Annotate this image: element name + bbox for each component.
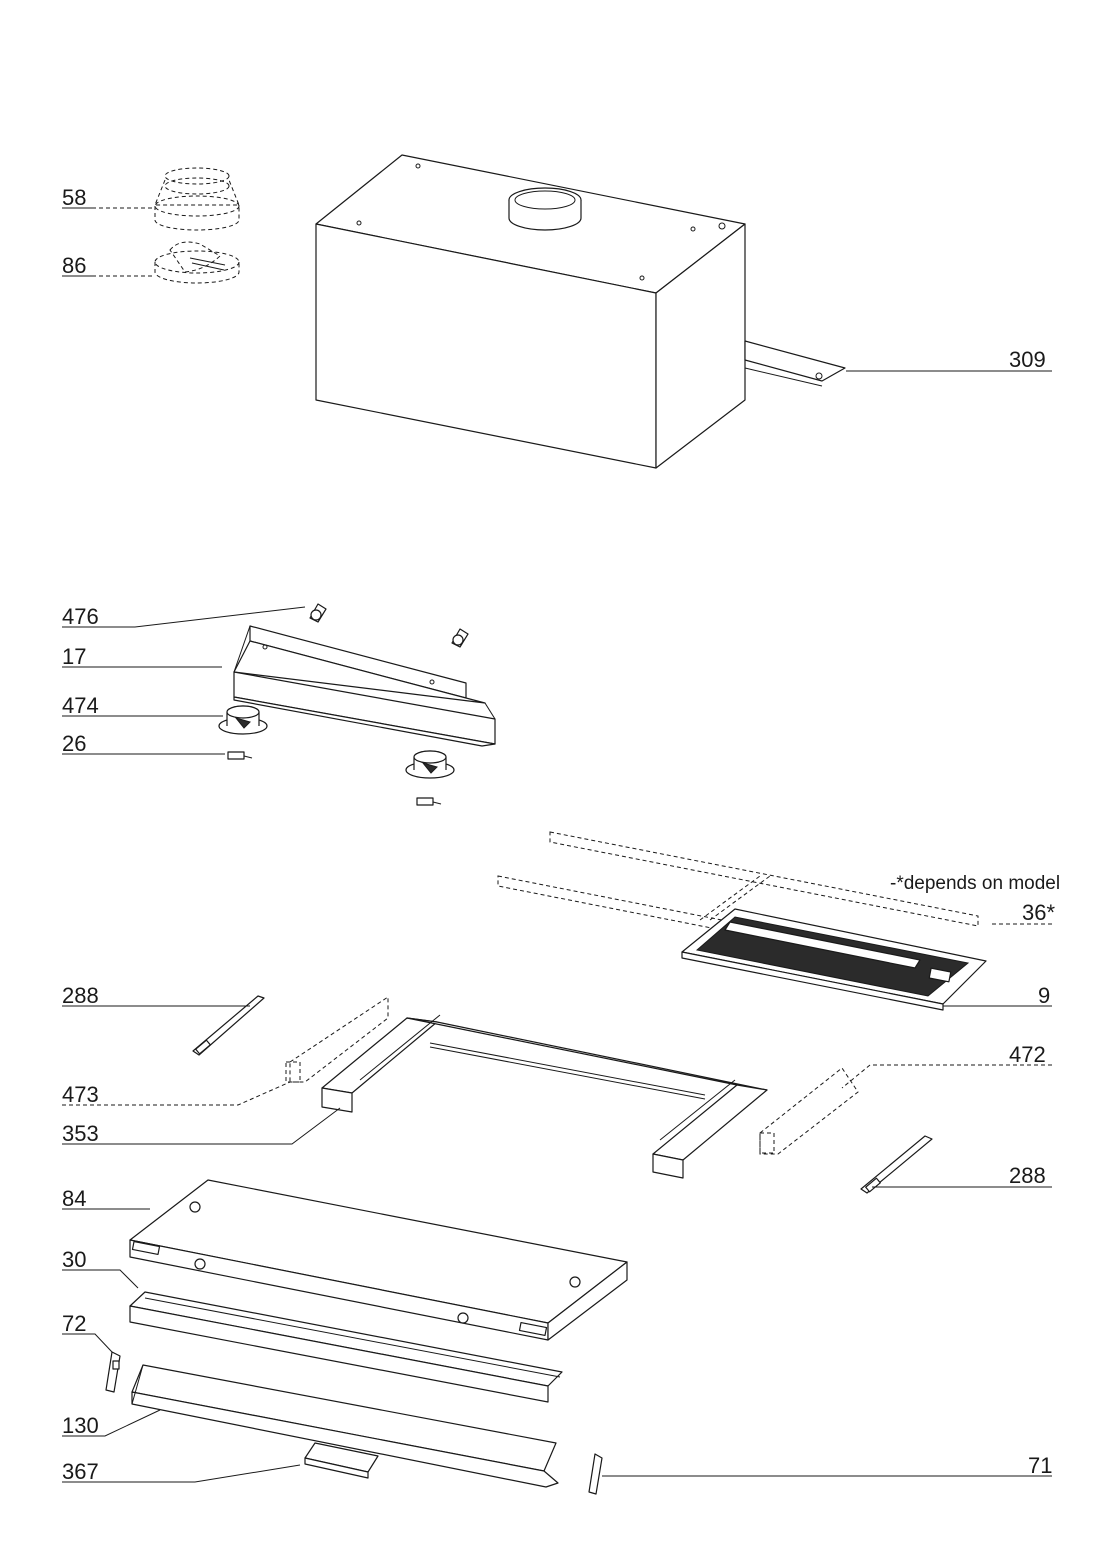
label-130: 130 [62, 1413, 99, 1438]
part-288-rail-right [860, 1135, 933, 1194]
label-472: 472 [1009, 1042, 1046, 1067]
label-17: 17 [62, 644, 86, 669]
part-472-slide [759, 1067, 859, 1155]
part-367-handle [304, 1442, 379, 1479]
part-353-frame [321, 1014, 768, 1179]
part-86-flap [154, 241, 240, 284]
label-353: 353 [62, 1121, 99, 1146]
label-30: 30 [62, 1247, 86, 1272]
label-367: 367 [62, 1459, 99, 1484]
label-288-left: 288 [62, 983, 99, 1008]
label-9: 9 [1038, 983, 1050, 1008]
part-26-lamps [227, 751, 442, 806]
part-309-rail [744, 340, 846, 387]
part-71-endcap [588, 1453, 603, 1495]
part-288-rail-left [192, 995, 265, 1056]
label-86: 86 [62, 253, 86, 278]
label-84: 84 [62, 1186, 86, 1211]
part-72-endcap [105, 1351, 121, 1393]
part-9-grease-filter [681, 908, 987, 1011]
hood-housing [315, 154, 746, 469]
part-474-motor-right [405, 750, 455, 779]
part-130-front-panel [131, 1364, 559, 1488]
label-71: 71 [1028, 1453, 1052, 1478]
part-474-motor-left [218, 705, 268, 735]
label-474: 474 [62, 693, 99, 718]
note-depends-on-model: -*depends on model [890, 873, 1060, 894]
label-476: 476 [62, 604, 99, 629]
label-309: 309 [1009, 347, 1046, 372]
label-288-right: 288 [1009, 1163, 1046, 1188]
part-58-reducer [154, 167, 240, 231]
part-labels: 58 86 309 476 17 474 26 -*depends on mod… [62, 185, 1060, 1484]
label-36: 36* [1022, 900, 1055, 925]
label-26: 26 [62, 731, 86, 756]
label-58: 58 [62, 185, 86, 210]
part-476-plugs [309, 603, 469, 648]
label-72: 72 [62, 1311, 86, 1336]
leader-lines [62, 207, 1052, 1483]
part-473-slide [285, 996, 389, 1083]
label-473: 473 [62, 1082, 99, 1107]
part-30-rail [129, 1291, 563, 1403]
part-17-bracket [233, 625, 496, 747]
part-84-panel [129, 1179, 628, 1341]
